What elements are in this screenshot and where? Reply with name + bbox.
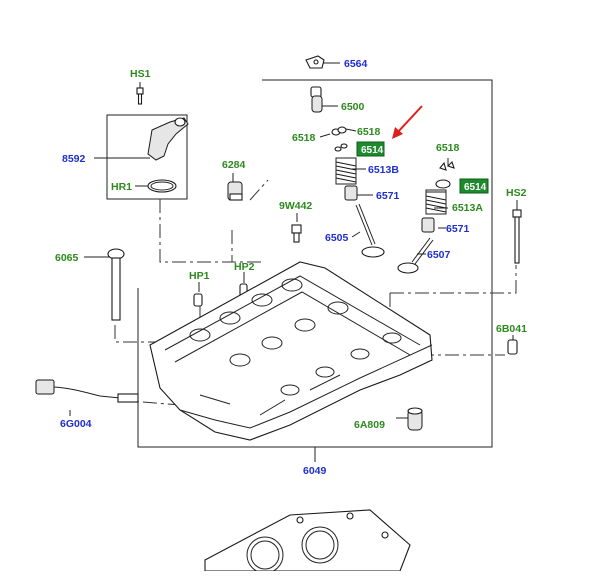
cylinder-head-6049: [149, 261, 433, 441]
head-gasket: [204, 509, 411, 574]
label-6564[interactable]: 6564: [344, 58, 368, 70]
part-6571-seal-b: [421, 217, 435, 233]
part-6513a-spring: [425, 179, 451, 215]
label-8592[interactable]: 8592: [62, 153, 86, 165]
part-6518-collets: [331, 126, 455, 171]
label-6a809[interactable]: 6A809: [354, 419, 385, 431]
label-hr1[interactable]: HR1: [111, 181, 132, 193]
hs1-inset-box: [106, 114, 188, 200]
part-6b041-dowel: [507, 339, 518, 355]
part-6a809-cap: [407, 407, 423, 431]
callout-lines: [69, 62, 518, 462]
label-6518-c[interactable]: 6518: [436, 142, 460, 154]
label-6049[interactable]: 6049: [303, 465, 327, 477]
label-hp1[interactable]: HP1: [189, 270, 210, 282]
part-6500-tappet: [310, 86, 323, 113]
highlight-6514-b[interactable]: 6514: [459, 178, 489, 194]
highlight-label: 6514: [464, 182, 487, 193]
part-6513b-spring: [335, 157, 357, 185]
label-6284[interactable]: 6284: [222, 159, 246, 171]
part-6564-fitting: [305, 55, 325, 69]
label-6g004[interactable]: 6G004: [60, 418, 92, 430]
part-6507-valve: [397, 237, 434, 274]
part-6065-bolt: [107, 248, 125, 321]
part-labels: HS1 6564 6500 6518 6518 6518 8592 6284 6…: [55, 58, 527, 477]
hs2-bolt: [512, 209, 522, 264]
highlight-label: 6514: [361, 145, 384, 156]
label-6513b[interactable]: 6513B: [368, 164, 399, 176]
part-6505-valve: [355, 203, 385, 258]
label-6513a[interactable]: 6513A: [452, 202, 483, 214]
label-hp2[interactable]: HP2: [234, 261, 255, 273]
label-6b041[interactable]: 6B041: [496, 323, 527, 335]
part-6g004-sensor: [35, 379, 139, 403]
label-6505[interactable]: 6505: [325, 232, 349, 244]
label-6500[interactable]: 6500: [341, 101, 365, 113]
label-9w442[interactable]: 9W442: [279, 200, 312, 212]
label-6065[interactable]: 6065: [55, 252, 79, 264]
part-6284-sensor: [227, 181, 243, 201]
highlight-6514-a[interactable]: 6514: [356, 141, 385, 157]
hs1-bolt: [136, 87, 144, 105]
label-6518-b[interactable]: 6518: [357, 126, 381, 138]
label-6571-a[interactable]: 6571: [376, 190, 400, 202]
part-8592-coolant-outlet: [147, 117, 189, 193]
label-hs1[interactable]: HS1: [130, 68, 151, 80]
label-6571-b[interactable]: 6571: [446, 223, 470, 235]
red-arrow-icon: [392, 105, 423, 139]
part-9w442-plug: [291, 224, 302, 243]
label-hs2[interactable]: HS2: [506, 187, 527, 199]
part-6571-seal-a: [344, 185, 358, 201]
label-6518-a[interactable]: 6518: [292, 132, 316, 144]
label-6507[interactable]: 6507: [427, 249, 451, 261]
